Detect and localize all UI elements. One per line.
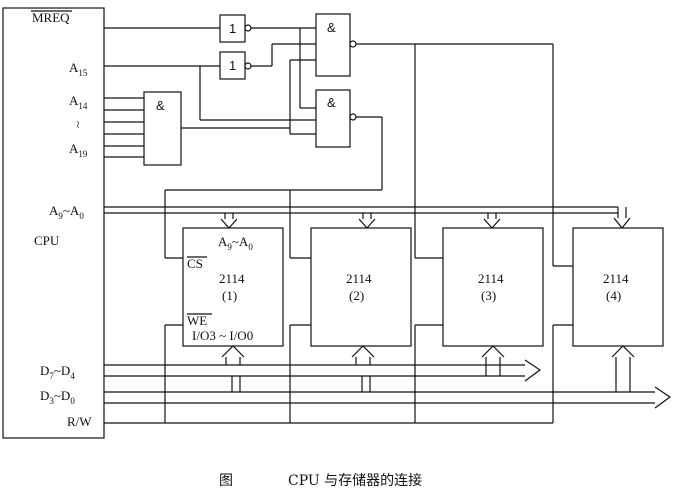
cpu-block <box>2 7 105 439</box>
and-gate-a14-a19-label: & <box>156 98 165 113</box>
chip3-index: (3) <box>481 288 496 303</box>
decoder-wiring <box>104 27 554 266</box>
and-gate-a14-a19 <box>143 91 182 166</box>
chip2-index: (2) <box>349 288 364 303</box>
data-bus-high <box>104 359 542 382</box>
address-bus <box>104 206 627 218</box>
chip2-part: 2114 <box>346 271 372 286</box>
not-gate-mreq-bubble <box>244 24 252 32</box>
memory-chip-1 <box>182 227 284 347</box>
addr-bus-label: A9~A0 <box>49 203 84 221</box>
rw-label: R/W <box>67 414 92 429</box>
cpu-label: CPU <box>34 233 60 248</box>
memory-chip-2 <box>310 227 412 347</box>
a14-label: A14 <box>69 93 88 111</box>
not-gate-a15-bubble <box>244 62 252 70</box>
chip1-io-pins: I/O3 ~ I/O0 <box>192 328 253 343</box>
a15-label: A15 <box>69 60 88 78</box>
nand-gate-bottom <box>315 89 351 148</box>
data-bus-low <box>104 386 672 409</box>
chip1-addr-pins: A9~A0 <box>218 234 253 252</box>
data-lo-label: D3~D0 <box>40 388 75 406</box>
data-hi-label: D7~D4 <box>40 363 75 381</box>
range-mark: ~ <box>71 121 86 128</box>
rw-line <box>104 324 573 424</box>
memory-chip-4 <box>572 227 664 347</box>
chip3-part: 2114 <box>478 271 504 286</box>
nand-gate-bottom-bubble <box>349 113 357 121</box>
nand-gate-top-bubble <box>349 40 357 48</box>
not-gate-a15-label: 1 <box>229 58 236 73</box>
nand-gate-top-label: & <box>327 20 336 35</box>
nand-gate-bottom-label: & <box>327 95 336 110</box>
caption-prefix: 图 <box>219 473 233 489</box>
chip4-index: (4) <box>606 288 621 303</box>
caption-text: CPU 与存储器的连接 <box>288 472 422 489</box>
nand-gate-top <box>315 13 351 77</box>
address-drops <box>220 213 631 229</box>
chip1-index: (1) <box>222 288 237 303</box>
mreq-label: MREQ <box>32 10 70 25</box>
data-drops <box>221 345 635 392</box>
chip1-we-pin: WE <box>187 313 207 328</box>
memory-chip-3 <box>442 227 544 347</box>
chip1-cs-pin: CS <box>187 256 203 271</box>
chip1-part: 2114 <box>219 271 245 286</box>
not-gate-mreq-label: 1 <box>229 21 236 36</box>
not-gate-mreq <box>219 14 246 43</box>
cs-lines <box>165 257 573 267</box>
a19-label: A19 <box>69 141 88 159</box>
chip4-part: 2114 <box>603 271 629 286</box>
